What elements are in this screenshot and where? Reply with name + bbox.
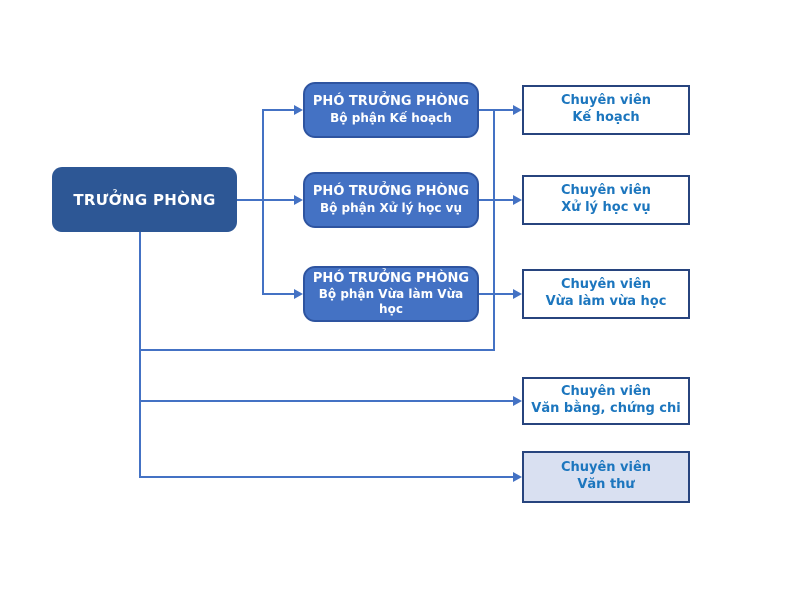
connector-line [139,232,141,478]
connector-line [237,199,263,201]
node-subtitle: Văn thư [577,477,635,492]
node-subtitle: Xử lý học vụ [561,200,651,215]
connector-line [493,109,495,351]
node-subtitle: Bộ phận Kế hoạch [330,110,452,125]
node-title: Chuyên viên [560,460,652,476]
arrowhead-icon [513,195,522,205]
node-chuyen-vien-van-bang-chung-chi: Chuyên viên Văn bằng, chứng chi [522,377,690,425]
node-title: PHÓ TRƯỞNG PHÒNG [312,270,470,286]
arrowhead-icon [294,289,303,299]
arrowhead-icon [513,289,522,299]
connector-line [263,109,295,111]
arrowhead-icon [513,396,522,406]
node-title: Chuyên viên [560,93,652,109]
node-title: TRƯỞNG PHÒNG [73,190,216,209]
node-chuyen-vien-ke-hoach: Chuyên viên Kế hoạch [522,85,690,135]
connector-line [139,476,514,478]
connector-line [479,109,514,111]
arrowhead-icon [294,195,303,205]
arrowhead-icon [513,105,522,115]
node-chuyen-vien-vua-lam-vua-hoc: Chuyên viên Vừa làm vừa học [522,269,690,319]
node-title: PHÓ TRƯỞNG PHÒNG [312,94,470,110]
node-pho-truong-phong-xu-ly-hoc-vu: PHÓ TRƯỞNG PHÒNG Bộ phận Xử lý học vụ [303,172,479,228]
node-chuyen-vien-van-thu: Chuyên viên Văn thư [522,451,690,503]
node-truong-phong: TRƯỞNG PHÒNG [52,167,237,232]
connector-line [263,199,295,201]
connector-line [479,199,514,201]
arrowhead-icon [294,105,303,115]
connector-line [262,109,264,295]
node-title: Chuyên viên [560,277,652,293]
connector-line [139,400,514,402]
node-pho-truong-phong-vua-lam-vua-hoc: PHÓ TRƯỞNG PHÒNG Bộ phận Vừa làm Vừa học [303,266,479,322]
node-subtitle: Kế hoạch [572,110,640,125]
connector-line [139,349,495,351]
node-chuyen-vien-xu-ly-hoc-vu: Chuyên viên Xử lý học vụ [522,175,690,225]
node-title: Chuyên viên [560,183,652,199]
node-subtitle: Văn bằng, chứng chi [531,401,681,416]
arrowhead-icon [513,472,522,482]
node-subtitle: Bộ phận Vừa làm Vừa học [318,287,464,317]
connector-line [263,293,295,295]
node-title: PHÓ TRƯỞNG PHÒNG [312,184,470,200]
node-subtitle: Bộ phận Xử lý học vụ [319,200,463,215]
node-title: Chuyên viên [560,384,652,400]
node-pho-truong-phong-ke-hoach: PHÓ TRƯỞNG PHÒNG Bộ phận Kế hoạch [303,82,479,138]
node-subtitle: Vừa làm vừa học [545,294,667,309]
connector-line [479,293,514,295]
